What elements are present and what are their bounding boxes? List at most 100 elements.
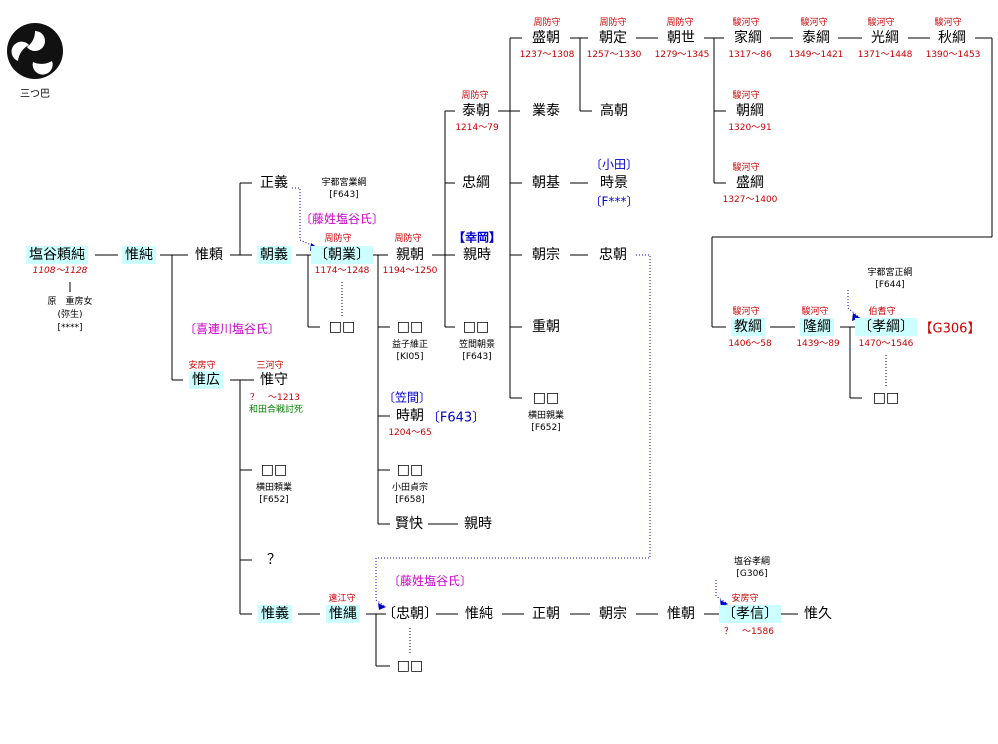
person-tomomoto[interactable]: 朝基 [532,175,560,191]
person-shigetomo[interactable]: 重朝 [532,319,560,335]
chikatomo-title: 周防守 [394,234,422,244]
tomotsuna-years: 1320～91 [728,123,772,133]
person-korehisa[interactable]: 惟久 [804,606,832,622]
person-kenkai[interactable]: 賢快 [395,516,423,532]
yasutsuna-title: 駿河守 [800,18,828,28]
person-unknown-question[interactable]: ？ [267,552,281,568]
person-yasutomo[interactable]: 泰朝 [462,103,490,119]
moritomo-years: 1237～1308 [519,50,575,60]
tomoyo-title: 周防守 [666,18,694,28]
mitsutsuna-title: 駿河守 [867,18,895,28]
yokota-chikanari-ref: [F652] [531,423,561,433]
person-tadatsuna[interactable]: 忠綱 [462,175,490,191]
tomosada-title: 周防守 [599,18,627,28]
tokitomo-years: 1204～65 [388,428,432,438]
person-tomotsuna[interactable]: 朝綱 [736,103,764,119]
person-tomosada[interactable]: 朝定 [599,30,627,46]
yasutomo-years: 1214～79 [455,123,499,133]
person-unknown-yokota[interactable]: □□ [532,390,560,406]
asanari-title: 周防守 [324,234,352,244]
moritomo-title: 周防守 [533,18,561,28]
yokota-yorinari: 横田頼業 [255,483,293,493]
oda-sadamune-ref: [F658] [395,495,425,505]
person-unknown-yokota-2[interactable]: □□ [260,462,288,478]
yorizumi-ref: [****] [57,323,83,333]
person-mitsutsuna[interactable]: 光綱 [871,30,899,46]
person-yasutsuna[interactable]: 泰綱 [802,30,830,46]
person-koreyori[interactable]: 惟頼 [195,247,223,263]
person-korenawa[interactable]: 惟縄 [326,605,360,623]
person-masatomo[interactable]: 正朝 [532,606,560,622]
person-chikatomo[interactable]: 親朝 [396,247,424,263]
takatsuna2-years: 1470～1546 [858,339,914,349]
person-tadatomo-2[interactable]: 〔忠朝〕 [382,606,438,622]
person-unknown-masuko[interactable]: □□ [396,319,424,335]
mitsutsuna-years: 1371～1448 [857,50,913,60]
person-takatomo[interactable]: 高朝 [600,103,628,119]
utsunomiya-masatsuna: 宇都宮正綱 [867,268,913,278]
akitsuna-years: 1390～1453 [925,50,981,60]
person-ietsuna[interactable]: 家綱 [734,30,762,46]
person-koretomo[interactable]: 惟朝 [667,606,695,622]
clan-kasama: 〔笠間〕 [382,390,432,405]
oda-sadamune: 小田貞宗 [391,483,429,493]
ietsuna-title: 駿河守 [732,18,760,28]
tokitomo-ref: 〔F643〕 [426,410,486,426]
person-takatsuna[interactable]: 隆綱 [800,318,834,336]
clan-oda: 〔小田〕 [589,157,639,172]
takatsuna2-title: 伯耆守 [868,307,896,317]
person-tomoyo[interactable]: 朝世 [667,30,695,46]
takanobu-years: ？ ～1586 [724,627,774,637]
ietsuna-years: 1317～86 [728,50,772,60]
person-moritomo[interactable]: 盛朝 [532,30,560,46]
person-korezumi[interactable]: 惟純 [122,246,156,264]
clan-kitsuregawa-shioya: 〔喜連川塩谷氏〕 [184,322,281,336]
person-tomomune-2[interactable]: 朝宗 [599,606,627,622]
person-chikatoki[interactable]: 親時 [463,247,491,263]
utsunomiya-masatsuna-ref: [F644] [875,280,905,290]
koremori-title: 三河守 [256,361,284,371]
yasutsuna-years: 1349～1421 [788,50,844,60]
tomosada-years: 1257～1330 [586,50,642,60]
person-tadatomo[interactable]: 忠朝 [599,247,627,263]
person-korehiro[interactable]: 惟広 [189,371,223,389]
person-takatsuna-2[interactable]: 〔孝綱〕 [855,318,917,336]
person-tokitomo[interactable]: 時朝 [396,408,424,424]
person-unknown-takatsuna-child[interactable]: □□ [872,390,900,406]
person-koremori[interactable]: 惟守 [260,372,288,388]
person-narayasu[interactable]: 業泰 [532,103,560,119]
person-masayoshi[interactable]: 正義 [260,175,288,191]
person-unknown-kasama[interactable]: □□ [462,319,490,335]
person-tokikage[interactable]: 時景 [600,175,628,191]
yorizumi-years: 1108～1128 [32,266,88,276]
masuko-tsunemasa: 益子維正 [391,340,429,350]
person-tomomune[interactable]: 朝宗 [532,247,560,263]
person-koreyoshi[interactable]: 惟義 [258,605,292,623]
person-unknown-tadatomo-child[interactable]: □□ [396,658,424,674]
kasama-tomokage-ref: [F643] [462,352,492,362]
person-unknown-asanari-child[interactable]: □□ [328,319,356,335]
moritsuna-years: 1327～1400 [722,195,778,205]
masuko-tsunemasa-ref: [KI05] [396,352,424,362]
utsunomiya-narituna: 宇都宮業綱 [321,178,367,188]
person-asanari[interactable]: 〔朝業〕 [311,246,373,264]
person-chikatoki-2[interactable]: 親時 [464,516,492,532]
chikatomo-years: 1194～1250 [382,266,438,276]
person-norituna[interactable]: 教綱 [731,318,765,336]
person-moritsuna[interactable]: 盛綱 [736,175,764,191]
tokikage-ref: 〔F***〕 [589,194,639,209]
person-tomoyoshi[interactable]: 朝義 [257,246,291,264]
takatsuna2-ref: 【G306】 [919,321,981,337]
norituna-title: 駿河守 [732,307,760,317]
person-korezumi-2[interactable]: 惟純 [465,606,493,622]
yokota-yorinari-ref: [F652] [259,495,289,505]
person-unknown-oda[interactable]: □□ [396,462,424,478]
person-takanobu[interactable]: 〔孝信〕 [719,605,781,623]
person-yorizumi[interactable]: 塩谷頼純 [26,246,88,264]
tomoyo-years: 1279～1345 [654,50,710,60]
takatsuna-years: 1439～89 [796,339,840,349]
person-akitsuna[interactable]: 秋綱 [938,30,966,46]
moritsuna-title: 駿河守 [732,163,760,173]
clan-kouoka: 【幸岡】 [452,230,502,245]
